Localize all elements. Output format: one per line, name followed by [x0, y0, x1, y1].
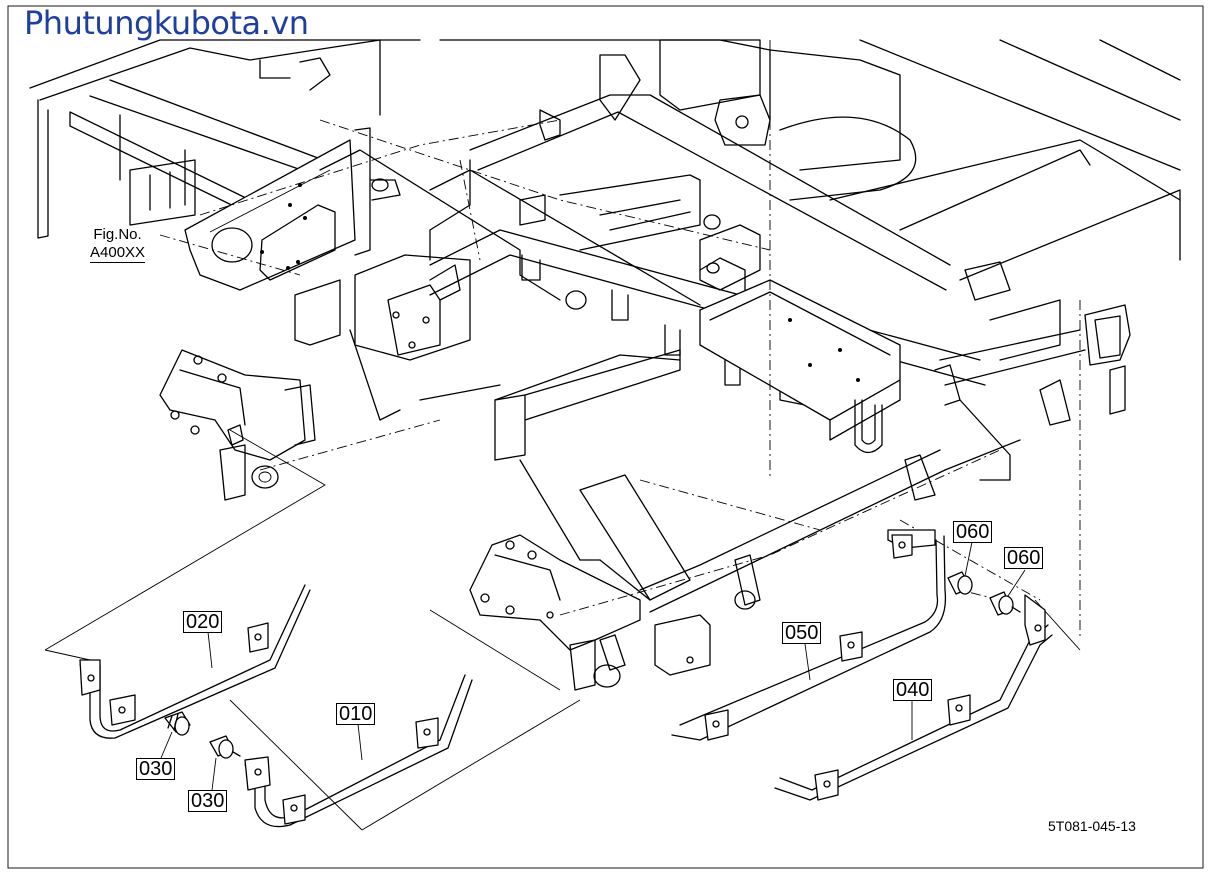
- figure-reference-code: A400XX: [90, 244, 146, 263]
- part-010-rod: [244, 674, 473, 828]
- right-frame-assembly: [769, 39, 1181, 501]
- left-frame-assembly: [29, 39, 421, 291]
- callout-040[interactable]: 040: [893, 679, 933, 701]
- bolt-060-b: [989, 591, 1021, 616]
- watermark-logo-text: Phutungkubota.vn: [24, 4, 309, 42]
- part-020-rod: [79, 584, 311, 739]
- left-bracket-lower: [469, 534, 761, 691]
- drawing-number: 5T081-045-13: [1048, 818, 1136, 834]
- callout-060-a[interactable]: 060: [953, 521, 993, 543]
- callout-leaders: [160, 541, 1026, 791]
- bolt-030-a: [164, 711, 191, 736]
- part-040-rod: [774, 594, 1053, 801]
- drawing-border: [7, 5, 1204, 869]
- bolt-030-b: [209, 735, 241, 759]
- bolt-060-a: [947, 571, 973, 595]
- callout-030-b[interactable]: 030: [188, 790, 228, 812]
- figure-reference-label: Fig.No.: [93, 226, 142, 243]
- callout-030-a[interactable]: 030: [136, 758, 176, 780]
- part-050-rod: [671, 529, 947, 741]
- figure-reference[interactable]: Fig.No. A400XX: [90, 226, 146, 263]
- callout-020[interactable]: 020: [183, 611, 223, 633]
- callout-060-b[interactable]: 060: [1004, 547, 1044, 569]
- left-bracket-upper: [159, 349, 316, 501]
- center-frame-assembly: [294, 39, 986, 613]
- callout-050[interactable]: 050: [782, 622, 822, 644]
- callout-010[interactable]: 010: [336, 703, 376, 725]
- phantom-lines: [159, 40, 1081, 640]
